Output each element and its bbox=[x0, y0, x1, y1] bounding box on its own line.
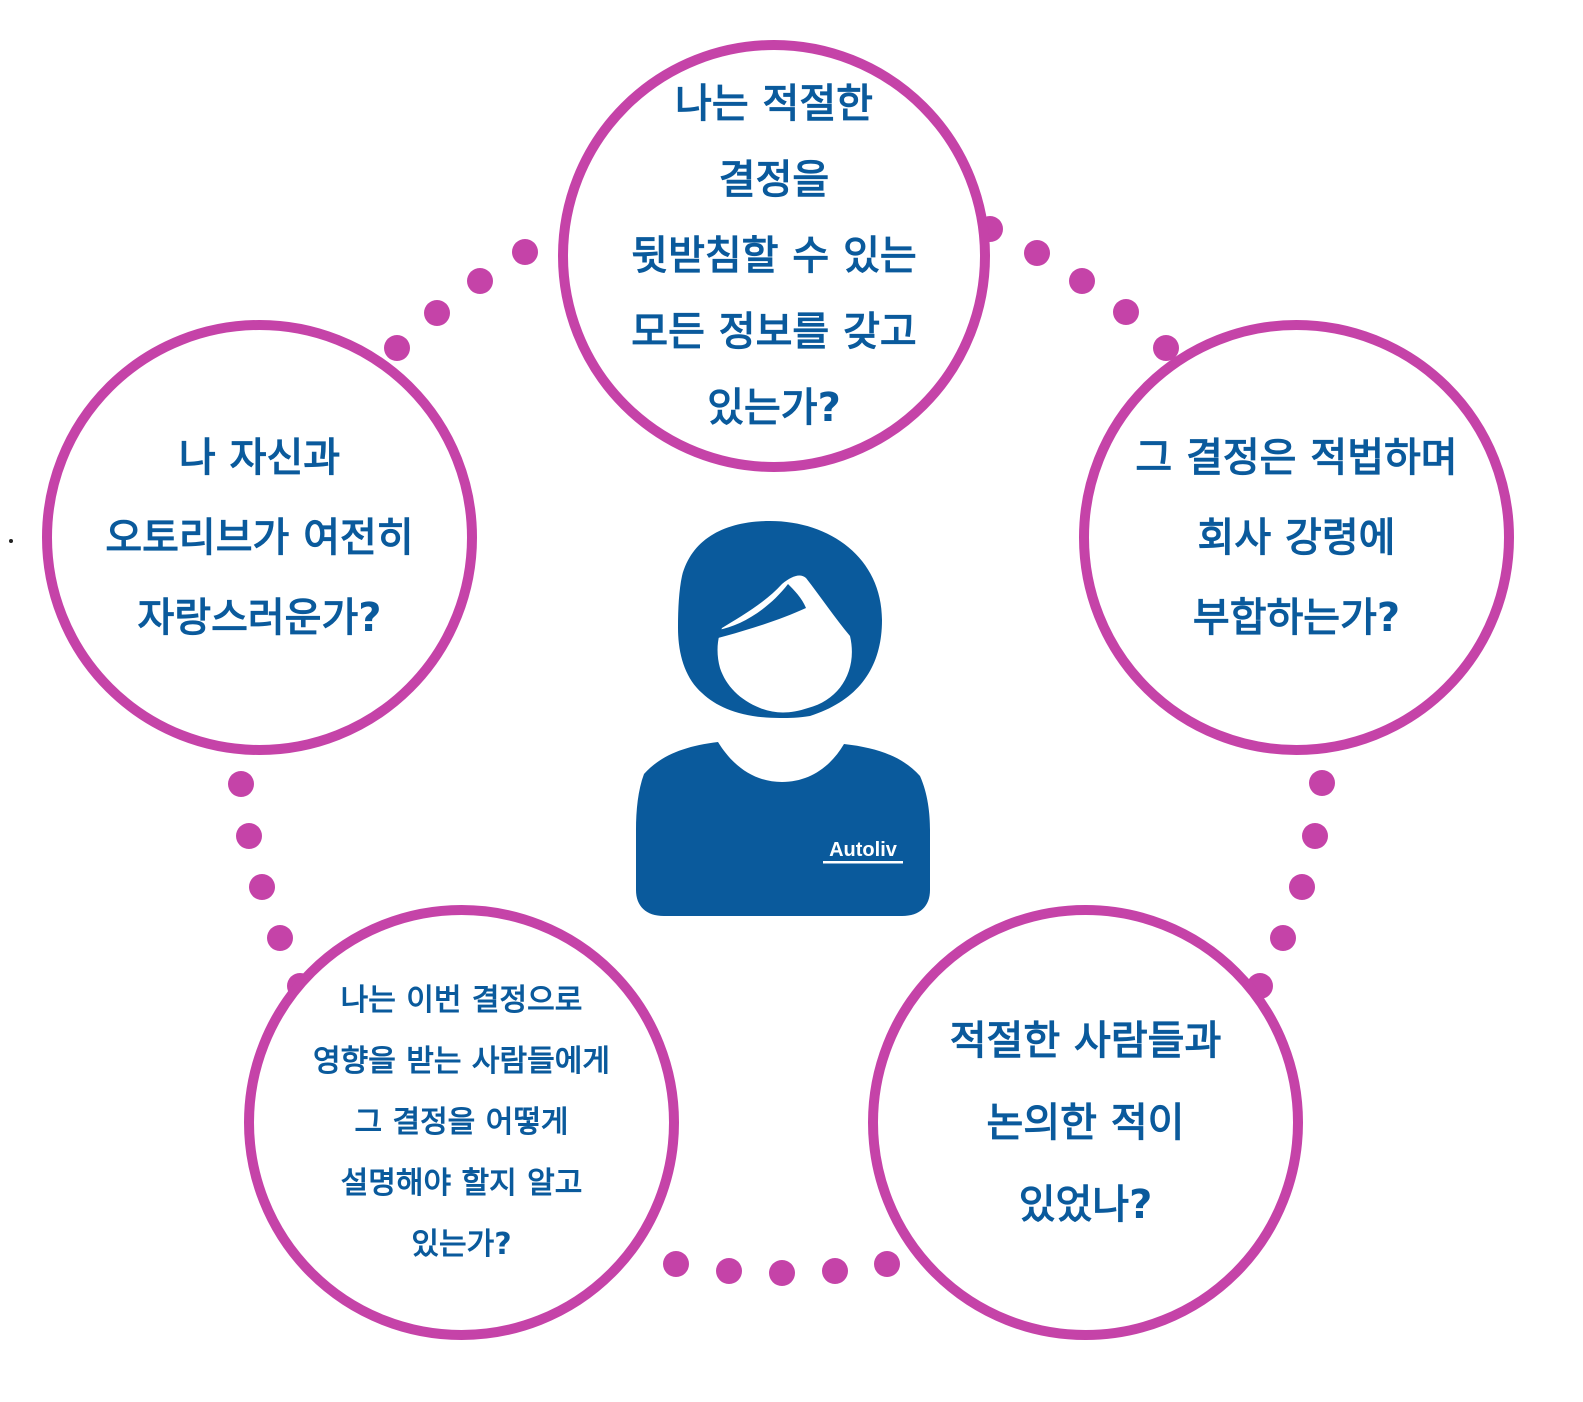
question-left-text: 나 자신과 오토리브가 여전히 자랑스러운가? bbox=[105, 434, 414, 641]
connector-dot bbox=[1069, 268, 1095, 294]
connector-dot bbox=[1309, 770, 1335, 796]
connector-dot bbox=[467, 268, 493, 294]
question-circle-right: 그 결정은 적법하며 회사 강령에 부합하는가? bbox=[1079, 320, 1514, 755]
connector-dot bbox=[267, 925, 293, 951]
connector-dot bbox=[236, 823, 262, 849]
question-circle-top: 나는 적절한 결정을 뒷받침할 수 있는 모든 정보를 갖고 있는가? bbox=[558, 40, 990, 472]
question-circle-bottom-left: 나는 이번 결정으로 영향을 받는 사람들에게 그 결정을 어떻게 설명해야 할… bbox=[244, 905, 679, 1340]
stray-mark bbox=[9, 539, 13, 543]
question-bottom-left-text: 나는 이번 결정으로 영향을 받는 사람들에게 그 결정을 어떻게 설명해야 할… bbox=[313, 983, 610, 1262]
connector-dot bbox=[249, 874, 275, 900]
question-circle-left: 나 자신과 오토리브가 여전히 자랑스러운가? bbox=[42, 320, 477, 755]
connector-dot bbox=[424, 300, 450, 326]
connector-dot bbox=[1024, 240, 1050, 266]
connector-dot bbox=[228, 771, 254, 797]
connector-dot bbox=[1270, 925, 1296, 951]
connector-dot bbox=[1289, 874, 1315, 900]
person-face bbox=[717, 575, 852, 713]
question-bottom-right-text: 적절한 사람들과 논의한 적이 있었나? bbox=[949, 1017, 1222, 1228]
connector-dot bbox=[822, 1258, 848, 1284]
question-right-text: 그 결정은 적법하며 회사 강령에 부합하는가? bbox=[1135, 434, 1458, 641]
connector-dot bbox=[512, 239, 538, 265]
connector-dot bbox=[1113, 299, 1139, 325]
connector-dot bbox=[769, 1260, 795, 1286]
connector-dot bbox=[663, 1251, 689, 1277]
question-top-text: 나는 적절한 결정을 뒷받침할 수 있는 모든 정보를 갖고 있는가? bbox=[631, 81, 917, 431]
connector-dot bbox=[384, 335, 410, 361]
logo-underline bbox=[823, 861, 903, 864]
connector-dot bbox=[874, 1251, 900, 1277]
autoliv-logo: Autoliv bbox=[829, 839, 898, 861]
person-body bbox=[636, 742, 930, 916]
question-circle-bottom-right: 적절한 사람들과 논의한 적이 있었나? bbox=[868, 905, 1303, 1340]
connector-dot bbox=[1302, 823, 1328, 849]
connector-dot bbox=[716, 1258, 742, 1284]
person-icon: Autoliv bbox=[636, 521, 930, 916]
person-hair-strand bbox=[718, 584, 806, 638]
